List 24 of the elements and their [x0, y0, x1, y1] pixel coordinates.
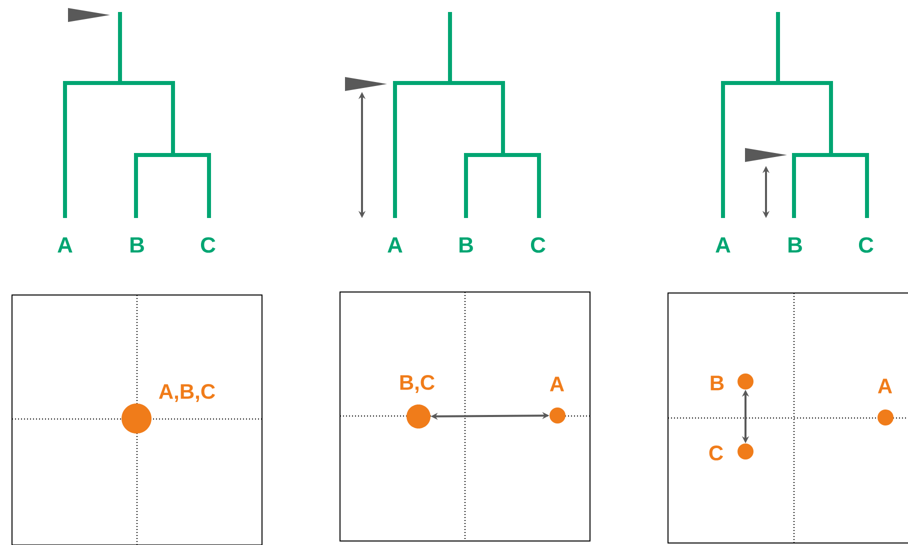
point-label: A [550, 376, 564, 392]
data-point [122, 404, 152, 434]
plot-frame [340, 292, 590, 542]
leaf-label: A [388, 237, 402, 253]
leaf-label: B [460, 237, 473, 253]
point-label: A,B,C [158, 384, 215, 402]
leaf-label: C [200, 237, 216, 253]
data-point [738, 444, 754, 460]
point-label: B [710, 376, 724, 390]
point-label: C [709, 446, 723, 460]
leaf-label: C [530, 237, 546, 253]
leaf-label: C [858, 237, 874, 253]
data-point [406, 404, 430, 428]
point-label: A [878, 378, 892, 394]
leaf-label: B [130, 237, 144, 253]
leaf-label: A [716, 237, 730, 253]
plot-frame [668, 292, 908, 544]
plot-frame [12, 294, 262, 545]
data-point [878, 410, 894, 426]
leaf-label: B [788, 237, 802, 253]
leaf-label: A [58, 237, 72, 253]
data-point [550, 408, 566, 424]
data-point [738, 374, 754, 390]
point-label: B,C [400, 375, 434, 393]
